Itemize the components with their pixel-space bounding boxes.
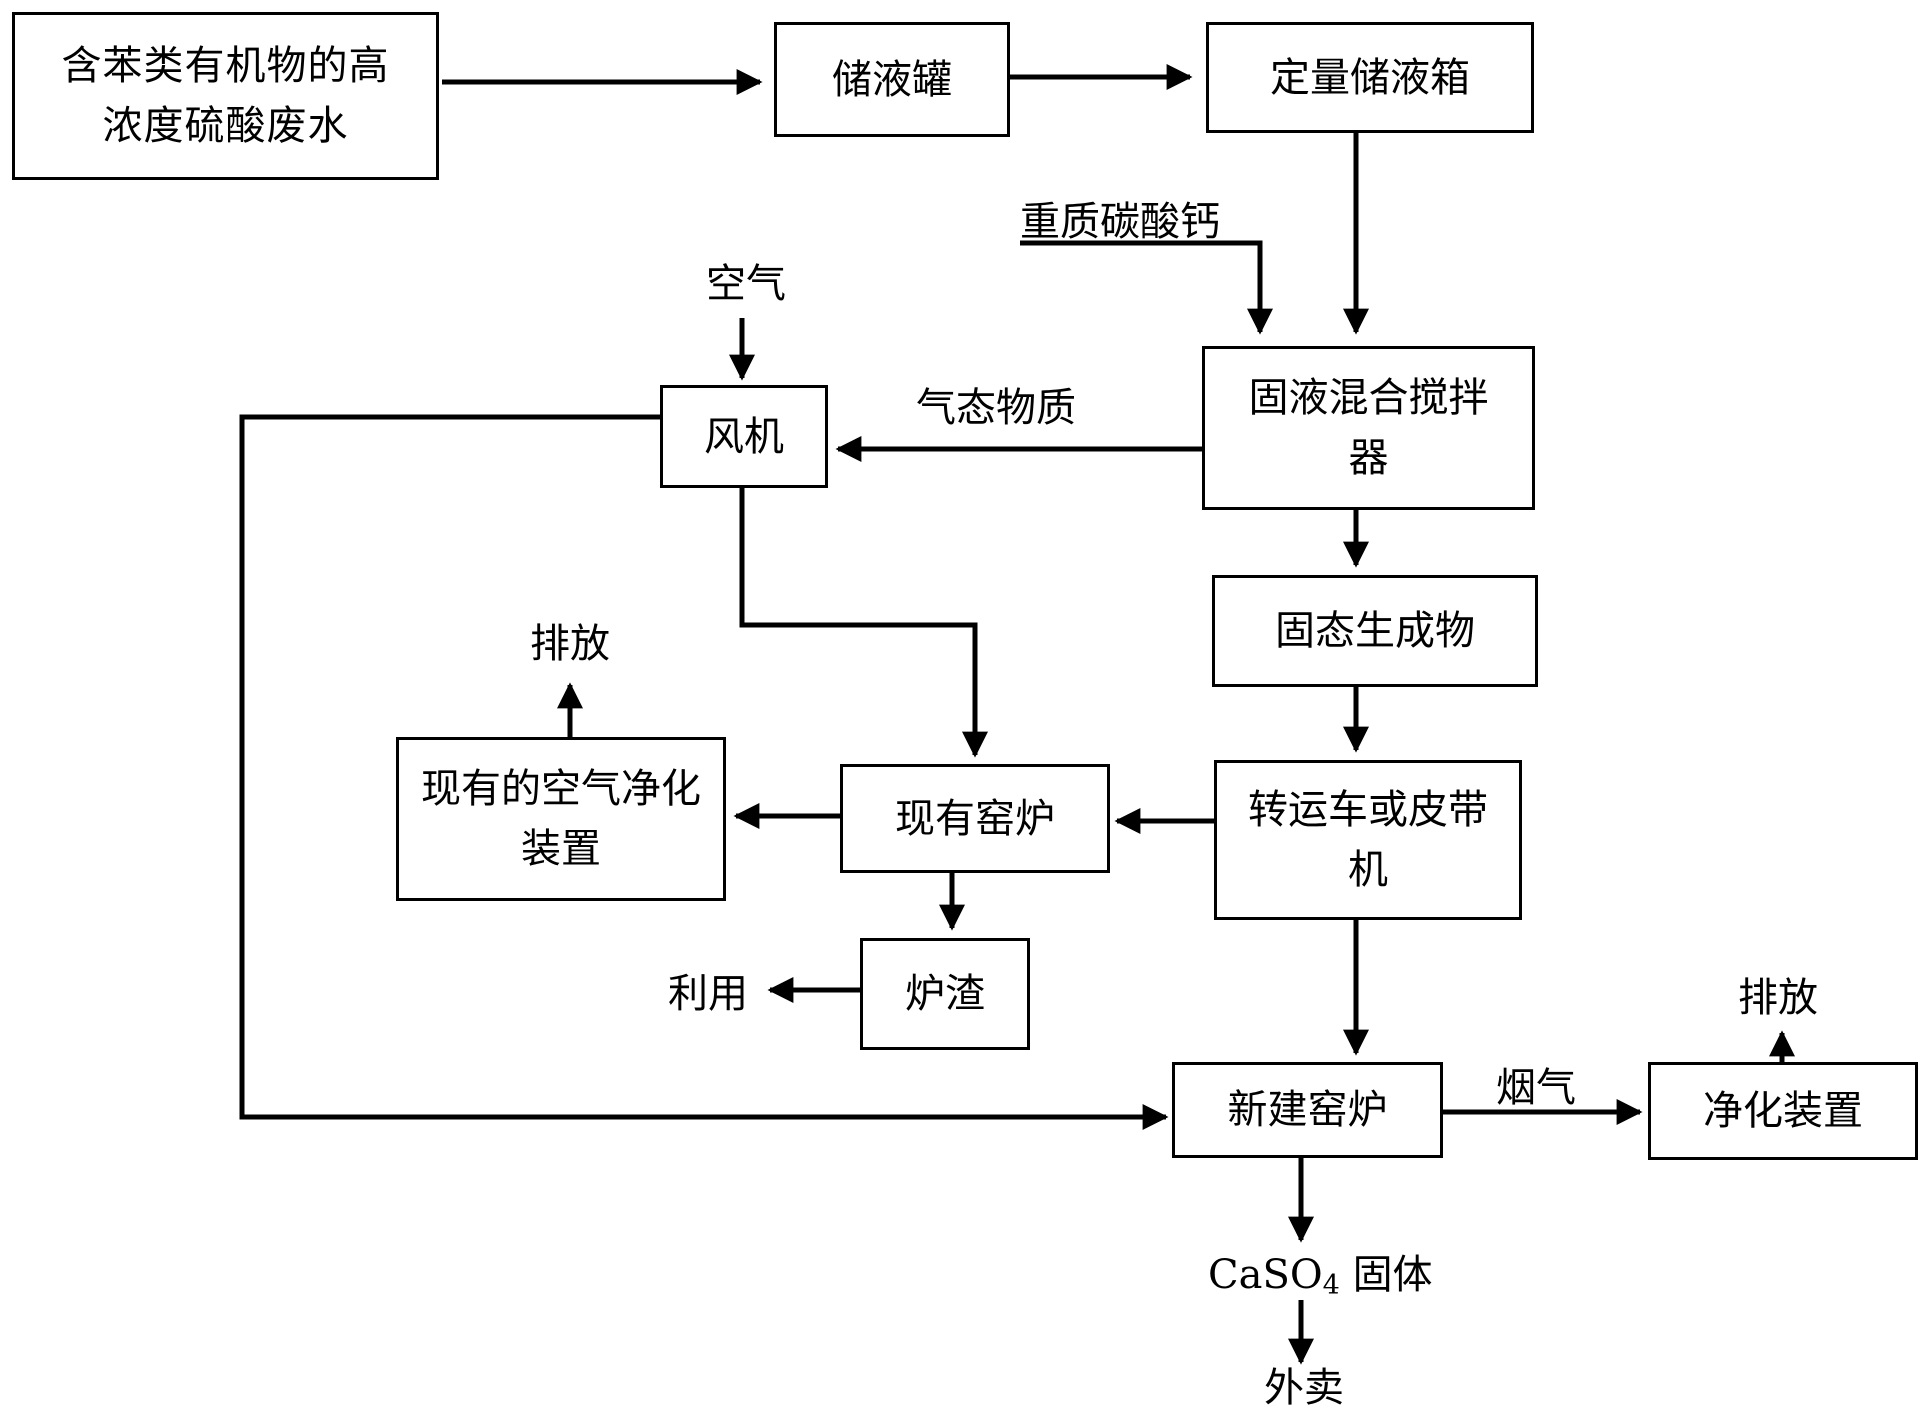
label-discharge-purifier: 排放 (1738, 975, 1818, 1021)
caso4-subscript: 4 (1322, 1270, 1340, 1301)
node-new-kiln: 新建窑炉 (1172, 1062, 1443, 1158)
node-fan: 风机 (660, 385, 828, 488)
node-slag: 炉渣 (860, 938, 1030, 1050)
arrow-fan-to-existing-kiln (739, 488, 988, 758)
label-gaseous-matter: 气态物质 (916, 385, 1076, 431)
node-transport: 转运车或皮带机 (1214, 760, 1522, 920)
node-mixer: 固液混合搅拌器 (1202, 346, 1535, 510)
label-discharge-existing: 排放 (530, 621, 610, 667)
node-existing-kiln: 现有窑炉 (840, 764, 1110, 873)
label-caso4-solid: CaSO4 固体 (1208, 1255, 1433, 1299)
arrow-caco3-to-mixer (1020, 240, 1273, 335)
node-existing-purifier: 现有的空气净化装置 (396, 737, 726, 901)
caso4-suffix: 固体 (1352, 1252, 1433, 1298)
label-calcium-carbonate: 重质碳酸钙 (1020, 199, 1220, 245)
label-air: 空气 (706, 261, 786, 307)
label-reuse: 利用 (668, 971, 748, 1017)
node-wastewater: 含苯类有机物的高浓度硫酸废水 (12, 12, 439, 180)
label-flue-gas: 烟气 (1496, 1065, 1576, 1111)
label-sell: 外卖 (1264, 1365, 1344, 1411)
node-storage-tank: 储液罐 (774, 22, 1010, 137)
node-dosing-tank: 定量储液箱 (1206, 22, 1534, 133)
node-solid-product: 固态生成物 (1212, 575, 1538, 687)
arrow-fan-to-new-kiln (239, 414, 1169, 1130)
node-purifier: 净化装置 (1648, 1062, 1918, 1160)
caso4-formula: CaSO (1208, 1252, 1323, 1298)
